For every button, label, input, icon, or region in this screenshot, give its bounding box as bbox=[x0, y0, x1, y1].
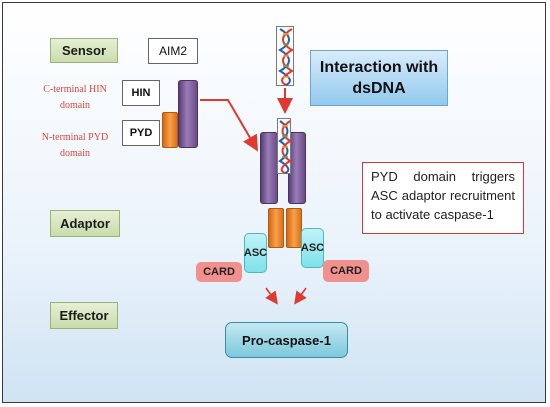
interaction-line-2: dsDNA bbox=[352, 80, 406, 97]
asc-adaptor-right: ASC bbox=[301, 228, 324, 268]
effector-label: Effector bbox=[50, 302, 118, 329]
asc-adaptor-left: ASC bbox=[244, 233, 267, 273]
sensor-label: Sensor bbox=[50, 38, 118, 63]
card-to-caspase-arrow-right bbox=[294, 287, 307, 305]
n-terminal-caption: N-terminal PYD domain bbox=[41, 132, 109, 159]
pyd-box: PYD bbox=[122, 120, 160, 146]
monomer-to-dimer-arrow bbox=[200, 99, 259, 152]
dsdna-strand-bound bbox=[277, 118, 292, 174]
aim2-pyd-domain-monomer bbox=[162, 112, 178, 148]
interaction-with-dsdna-box: Interaction with dsDNA bbox=[310, 50, 448, 106]
card-domain-left: CARD bbox=[196, 262, 242, 282]
aim2-hin-domain-monomer bbox=[178, 80, 198, 148]
card-domain-right: CARD bbox=[323, 260, 369, 282]
dsdna-strand-top bbox=[276, 26, 294, 86]
pyd-domain-note: PYD domain triggers ASC adaptor recruitm… bbox=[362, 162, 524, 234]
aim2-pyd-domain-left bbox=[268, 208, 284, 248]
hin-box: HIN bbox=[122, 80, 160, 106]
adaptor-label: Adaptor bbox=[50, 210, 120, 237]
card-to-caspase-arrow-left bbox=[265, 287, 278, 305]
pro-caspase-1-box: Pro-caspase-1 bbox=[225, 322, 348, 358]
aim2-label: AIM2 bbox=[148, 38, 198, 64]
c-terminal-caption: C-terminal HIN domain bbox=[43, 84, 107, 111]
interaction-line-1: Interaction with bbox=[319, 59, 439, 76]
aim2-pyd-domain-right bbox=[286, 208, 302, 248]
